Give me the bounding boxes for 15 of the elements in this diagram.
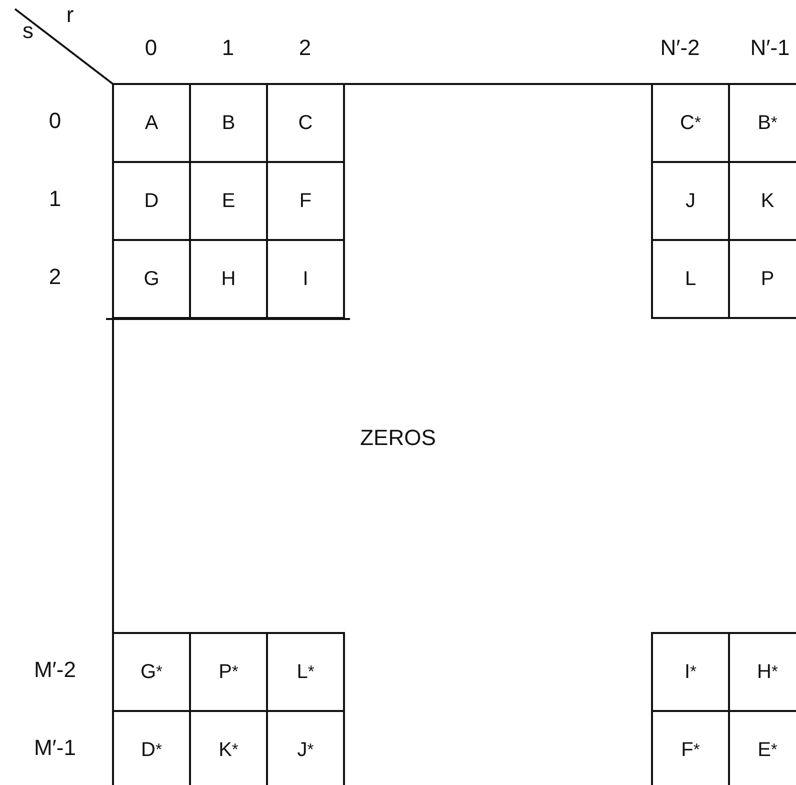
row-index: 2 (48, 264, 62, 290)
column-index: 0 (144, 35, 158, 61)
row-index: 1 (48, 186, 62, 212)
region-label: ZEROS (359, 425, 437, 451)
row-index: 0 (48, 108, 62, 134)
column-index: N′-2 (659, 35, 701, 61)
column-index: 2 (298, 35, 312, 61)
column-index: 1 (220, 35, 236, 61)
matrix-cell: I (266, 239, 345, 319)
axis-label: r (65, 2, 75, 28)
axis-label: s (22, 18, 34, 44)
row-index: M′-1 (32, 735, 77, 761)
row-index: M′-2 (32, 657, 77, 683)
matrix-cell: L (651, 239, 730, 319)
column-index: N′-1 (749, 35, 791, 61)
